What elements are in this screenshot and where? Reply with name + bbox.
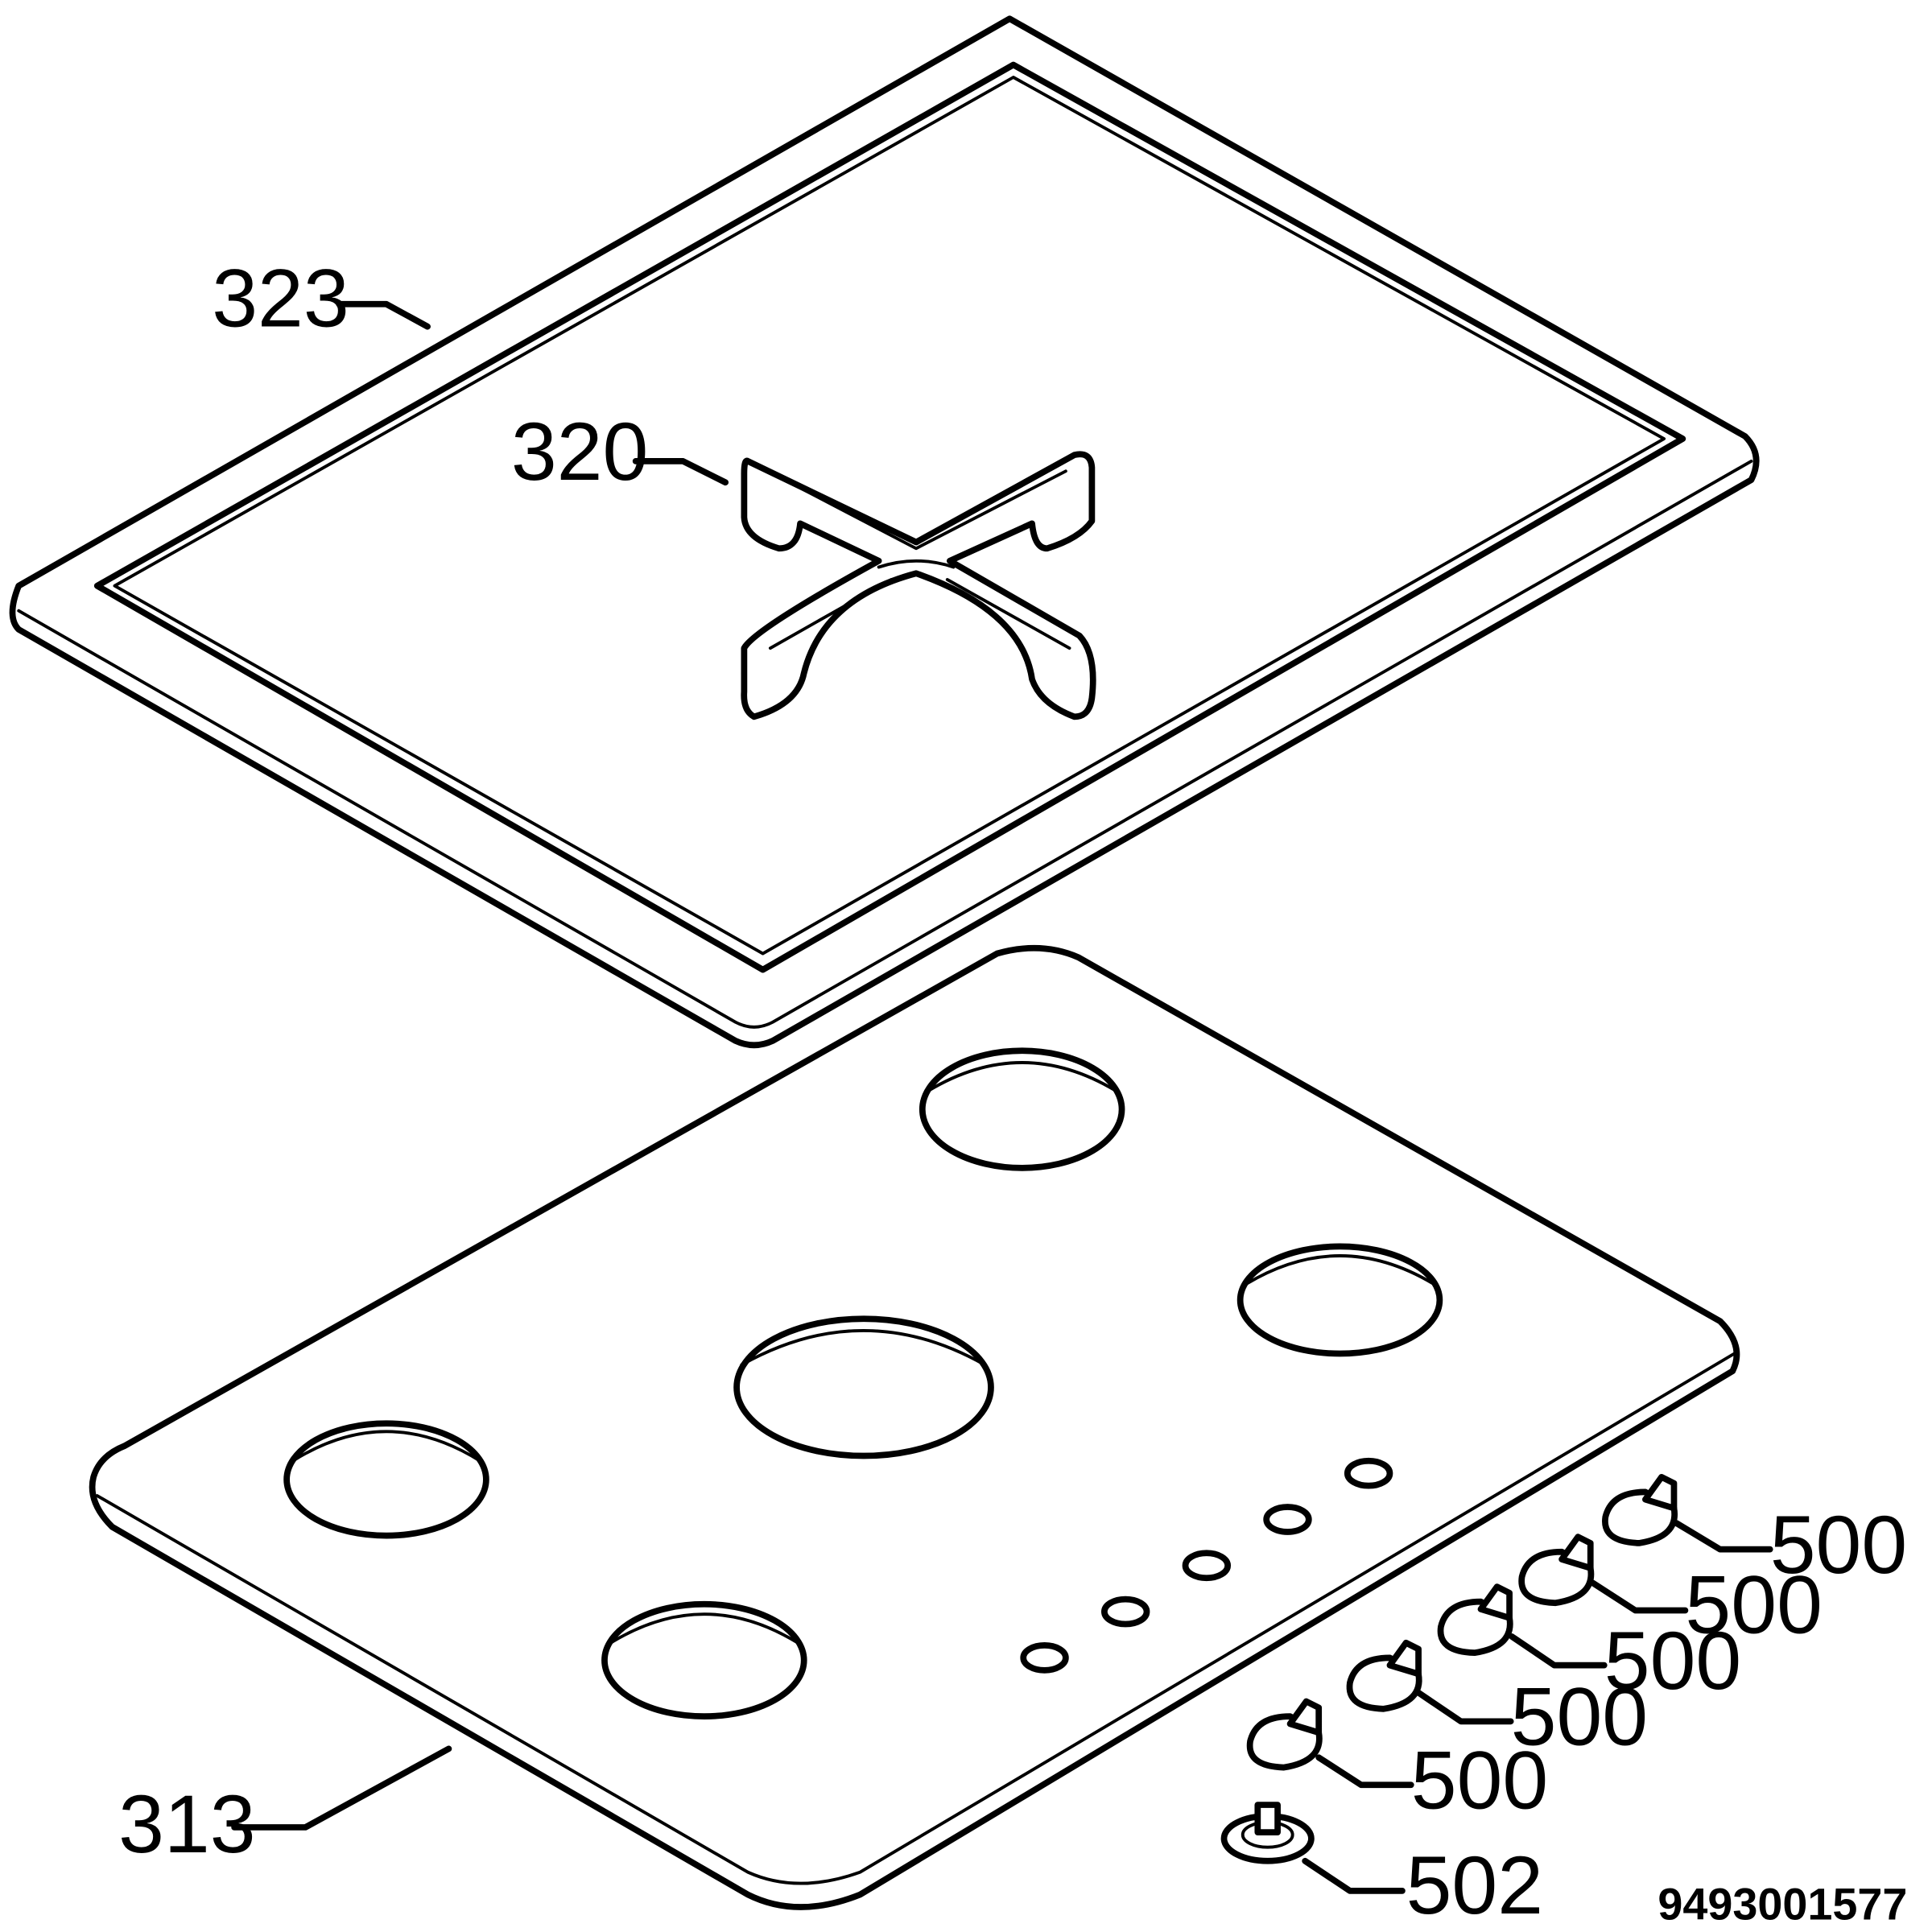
drawing-number: 9493001577 [1657, 1880, 1907, 1930]
part-label-500: 500 [1770, 1498, 1908, 1591]
part-label-500: 500 [1511, 1670, 1649, 1763]
burner-hole-front [601, 1600, 807, 1719]
part-label-323: 323 [212, 252, 349, 345]
part-label-320: 320 [511, 405, 649, 497]
part-label-313: 313 [118, 1777, 256, 1870]
burner-hole-top [919, 1047, 1125, 1171]
part-label-500: 500 [1411, 1734, 1549, 1827]
burner-hole-left [283, 1420, 489, 1539]
part-label-502: 502 [1406, 1839, 1544, 1931]
knob-icon [1518, 1534, 1595, 1607]
leader-lines [231, 300, 1773, 1894]
spindle-seal-part-502 [1220, 1802, 1315, 1864]
burner-hole-center [733, 1315, 994, 1459]
part-label-500: 500 [1685, 1558, 1823, 1650]
knob-icon [1602, 1473, 1678, 1546]
knob-spindle-holes [1020, 1457, 1393, 1674]
pan-support-part-320 [741, 451, 1096, 720]
knobs-part-500 [1246, 1473, 1678, 1771]
knob-icon [1437, 1583, 1513, 1657]
burner-hole-right [1236, 1243, 1443, 1357]
knob-icon [1346, 1639, 1422, 1712]
part-label-500: 500 [1604, 1614, 1742, 1707]
knob-icon [1246, 1698, 1323, 1771]
hob-top-part-313 [89, 944, 1740, 1910]
